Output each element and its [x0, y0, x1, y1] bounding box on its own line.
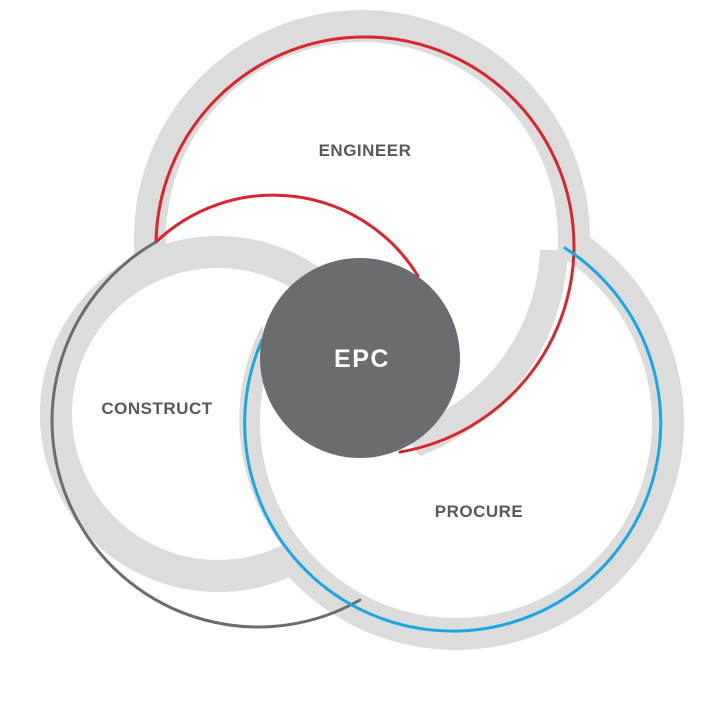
epc-center-circle [260, 258, 460, 458]
accent-arcs [50, 35, 663, 633]
construct-label: CONSTRUCT [101, 399, 212, 418]
procure-label: PROCURE [435, 502, 524, 521]
engineer-arc [154, 35, 576, 454]
procure-arc [243, 246, 663, 633]
construct-arc [50, 240, 362, 629]
epc-center-label: EPC [334, 345, 390, 373]
engineer-inner-arc [154, 193, 420, 278]
engineer-label: ENGINEER [319, 141, 412, 160]
